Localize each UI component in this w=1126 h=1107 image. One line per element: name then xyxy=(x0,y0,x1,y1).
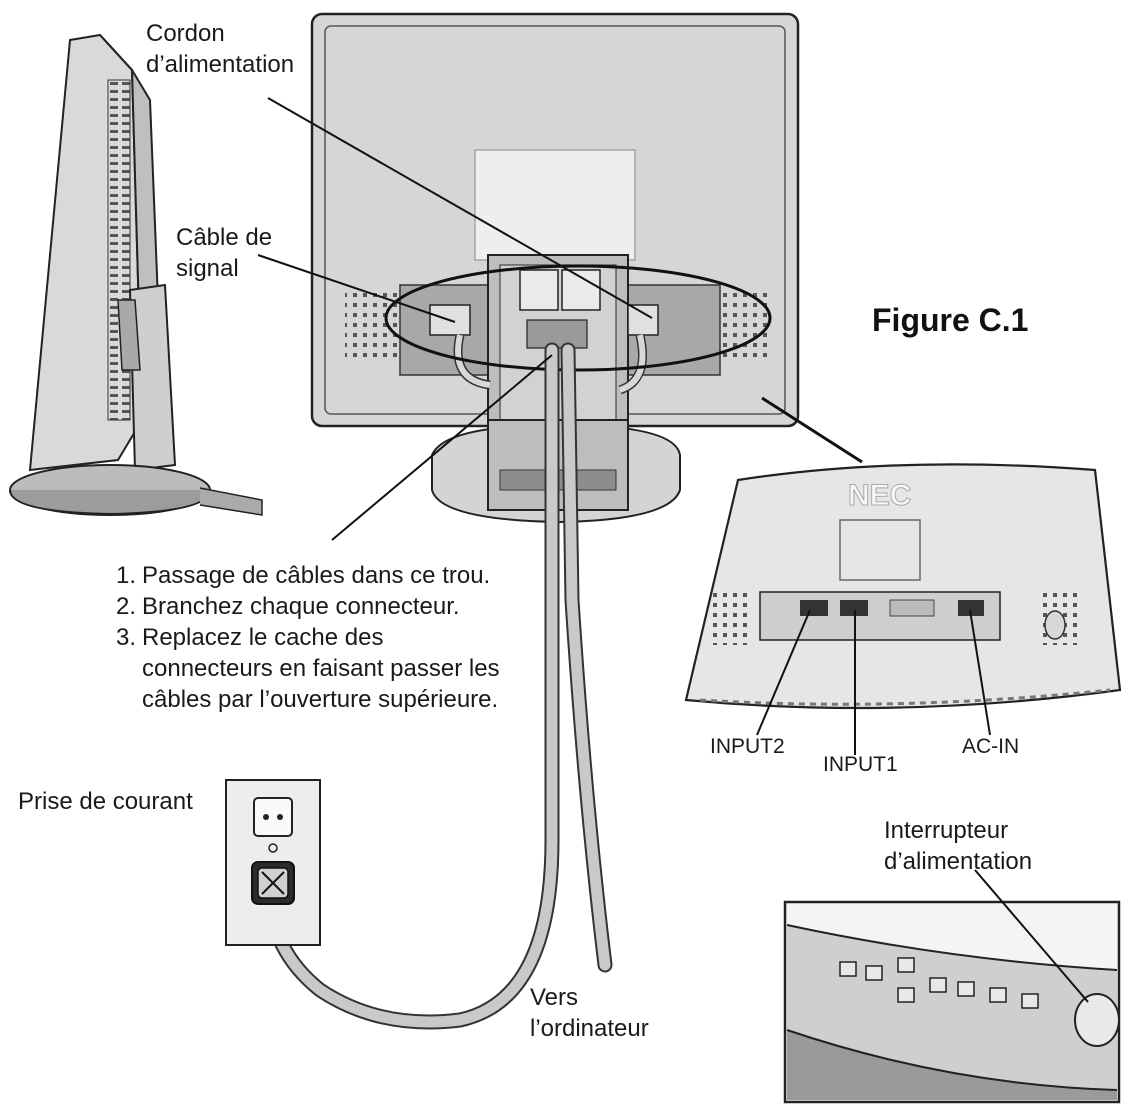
signal-cable-label-line: Câble de xyxy=(176,224,273,251)
monitor-bottom-view: NEC xyxy=(684,463,1122,710)
step-number: 3. xyxy=(115,624,136,651)
instruction-steps: 1.Passage de câbles dans ce trou. 2.Bran… xyxy=(102,560,500,715)
step-item: 3.Replacez le cache des connecteurs en fa… xyxy=(102,622,500,715)
power-switch-inset xyxy=(783,900,1121,1104)
leader-lines xyxy=(257,97,1089,1003)
signal-cable-label-line: signal xyxy=(176,255,239,282)
power-cord-label-line: Cordon xyxy=(146,20,225,47)
figure-title: Figure C.1 xyxy=(872,302,1029,338)
to-computer-label-line: l’ordinateur xyxy=(530,1015,649,1042)
power-cord-label-line: d’alimentation xyxy=(146,51,295,78)
nec-logo: NEC xyxy=(848,479,911,512)
signal-cable-label: Câble de signal xyxy=(176,222,272,284)
input1-label: INPUT1 xyxy=(823,753,898,776)
power-cord-label: Cordon d’alimentation xyxy=(146,18,294,80)
step-text-line: câbles par l’ouverture supérieure. xyxy=(142,686,499,713)
monitor-side-view xyxy=(9,33,263,516)
wall-outlet xyxy=(225,779,321,946)
step-number: 1. xyxy=(115,562,136,589)
cables xyxy=(262,342,613,1030)
to-computer-label-line: Vers xyxy=(530,984,579,1011)
step-text-line: Replacez le cache des xyxy=(142,624,384,651)
power-switch-label-line: d’alimentation xyxy=(884,848,1033,875)
step-number: 2. xyxy=(115,593,136,620)
input2-label: INPUT2 xyxy=(710,735,785,758)
ac-in-label: AC-IN xyxy=(962,735,1020,758)
step-text: Branchez chaque connecteur. xyxy=(142,593,460,620)
step-text: Passage de câbles dans ce trou. xyxy=(142,562,491,589)
power-switch-label-line: Interrupteur xyxy=(884,817,1009,844)
outlet-label: Prise de courant xyxy=(18,788,193,815)
step-text-line: connecteurs en faisant passer les xyxy=(142,655,500,682)
step-text: Replacez le cache des connecteurs en fais… xyxy=(142,622,500,715)
power-switch-label: Interrupteur d’alimentation xyxy=(884,815,1032,877)
to-computer-label: Vers l’ordinateur xyxy=(530,982,649,1044)
step-item: 2.Branchez chaque connecteur. xyxy=(102,591,500,622)
step-item: 1.Passage de câbles dans ce trou. xyxy=(102,560,500,591)
